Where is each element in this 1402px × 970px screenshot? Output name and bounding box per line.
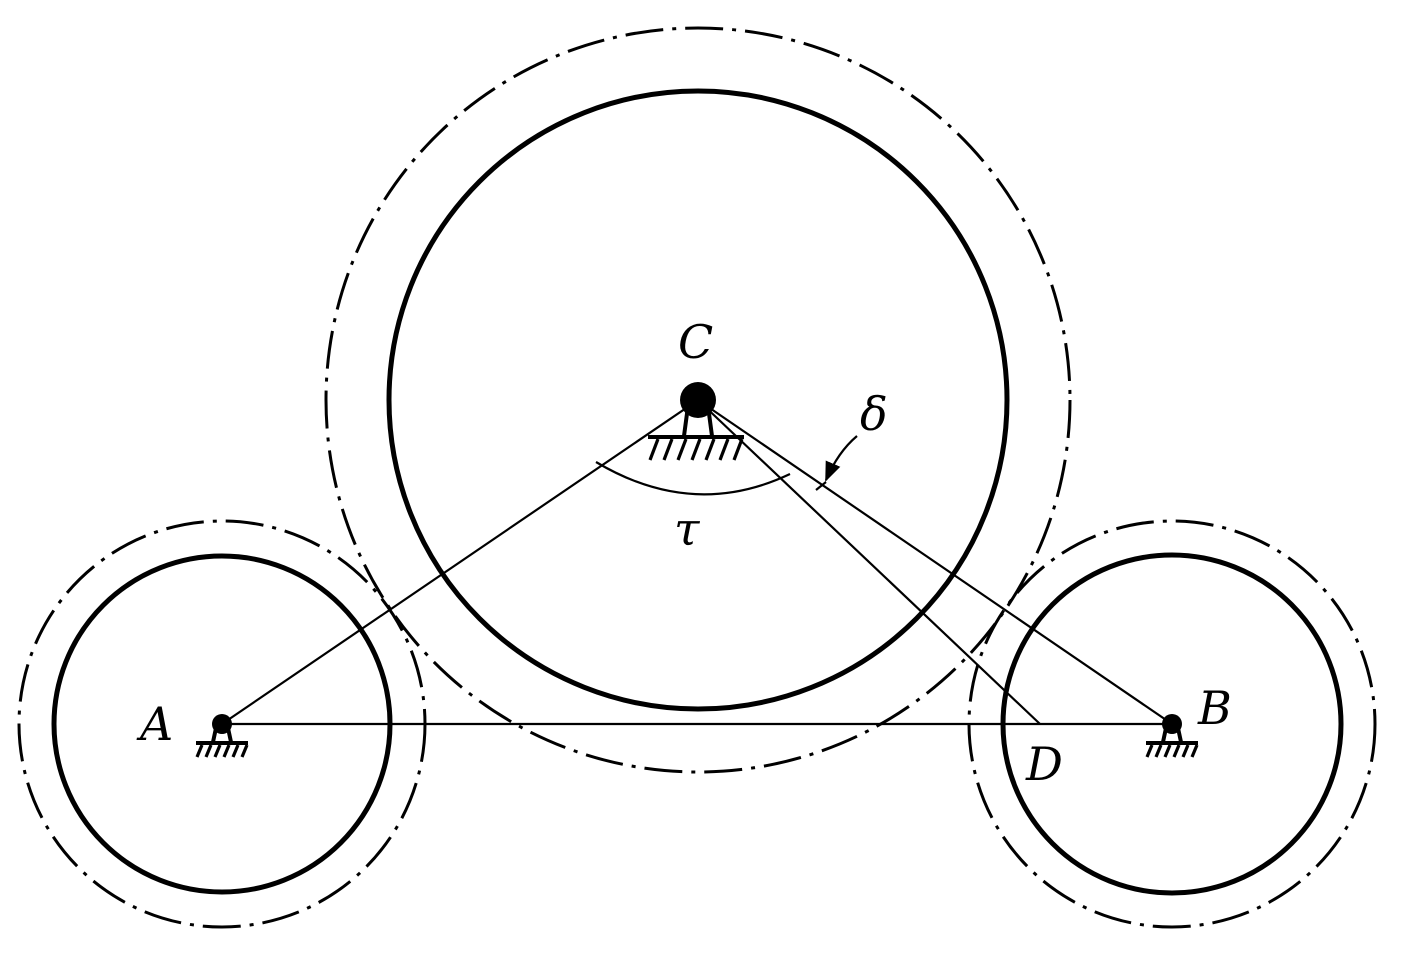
pivot-c-support	[648, 382, 744, 461]
pivot-a-support	[195, 714, 249, 758]
angle-tau-arc	[595, 461, 791, 496]
pivot-b-support	[1145, 714, 1199, 758]
label-c: C	[678, 315, 713, 369]
gear-c-pitch-circle	[386, 88, 1010, 712]
line-c-a	[221, 399, 699, 725]
label-a: A	[136, 697, 173, 751]
label-b: B	[1197, 681, 1232, 735]
label-d: D	[1025, 737, 1063, 791]
gear-c-outer-circle	[324, 26, 1072, 774]
label-tau: τ	[674, 502, 701, 556]
angle-delta-arrow	[824, 435, 858, 482]
line-c-d	[697, 399, 1041, 725]
line-c-b	[697, 399, 1173, 725]
angle-delta-tick	[815, 481, 827, 491]
label-delta: δ	[860, 387, 888, 441]
